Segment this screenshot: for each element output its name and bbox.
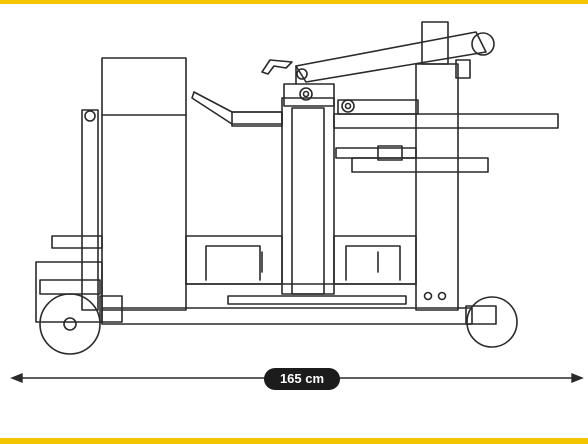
lever-arm-root-pivot xyxy=(296,68,308,80)
tray-lip xyxy=(231,111,283,127)
mid-crossbar-upper xyxy=(335,147,417,159)
central-head-block xyxy=(283,83,335,107)
left-wheel-hub xyxy=(63,317,77,331)
lever-hook xyxy=(261,59,293,75)
right-mast-column xyxy=(415,63,459,311)
left-work-tray xyxy=(191,91,283,125)
wheel-bracket xyxy=(99,295,123,323)
upper-right-block xyxy=(337,99,419,115)
motor-housing-slot xyxy=(39,279,101,295)
control-knob-1 xyxy=(423,291,433,301)
crossbar-clamp xyxy=(377,145,403,161)
bottom-accent-band xyxy=(0,438,588,444)
dimension-arrow-right xyxy=(571,372,584,384)
left-tank-inner xyxy=(205,245,261,281)
left-mast-column xyxy=(101,57,187,311)
right-mast-stop xyxy=(455,59,471,79)
motor-housing xyxy=(35,261,103,323)
bottom-plate xyxy=(227,295,407,305)
right-work-table xyxy=(333,113,559,129)
handle-post xyxy=(81,109,99,311)
central-column-inner xyxy=(291,107,325,295)
central-pivot xyxy=(299,87,313,101)
dimension-label: 165 cm xyxy=(264,368,340,390)
handle-grip xyxy=(51,235,103,249)
central-column xyxy=(281,97,335,295)
mid-crossbar-lower xyxy=(351,157,489,173)
table-roller xyxy=(341,99,355,113)
lever-arm-end-pivot xyxy=(471,32,495,56)
right-tank-inner xyxy=(345,245,401,281)
handle-pivot xyxy=(84,110,96,122)
lever-arm xyxy=(295,31,487,83)
central-pivot-pin xyxy=(302,90,310,98)
top-accent-band xyxy=(0,0,588,4)
caster-bracket xyxy=(465,305,497,325)
dimension-arrow-left xyxy=(10,372,23,384)
left-tank-box xyxy=(185,235,283,285)
right-caster-wheel xyxy=(466,296,518,348)
right-mast-cap xyxy=(421,21,449,65)
left-drive-wheel xyxy=(39,293,101,355)
control-knob-2 xyxy=(437,291,447,301)
table-roller-pin xyxy=(344,102,352,110)
